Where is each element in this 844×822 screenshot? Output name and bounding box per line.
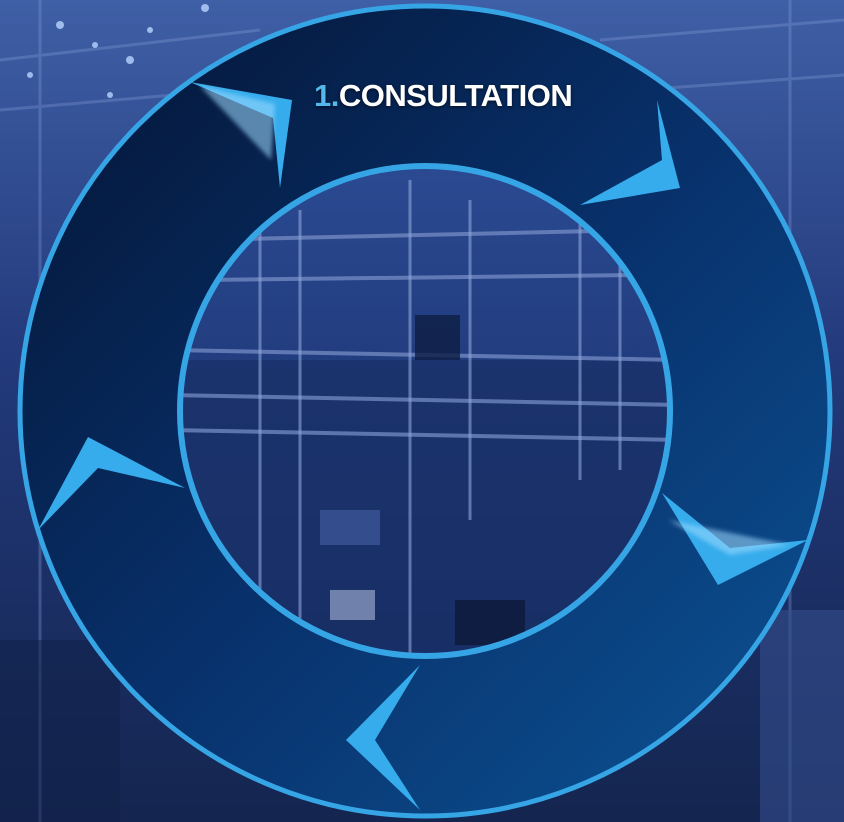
- arrow-left-icon: [38, 437, 185, 530]
- step-number: 1.: [314, 78, 339, 113]
- arrow-right-icon: [662, 493, 808, 585]
- arrow-top-right-icon: [580, 100, 680, 205]
- arrow-bottom-icon: [346, 665, 420, 810]
- inner-ring-border: [177, 163, 673, 659]
- step-title: 1.CONSULTATION: [314, 78, 573, 114]
- step-label: CONSULTATION: [338, 78, 573, 113]
